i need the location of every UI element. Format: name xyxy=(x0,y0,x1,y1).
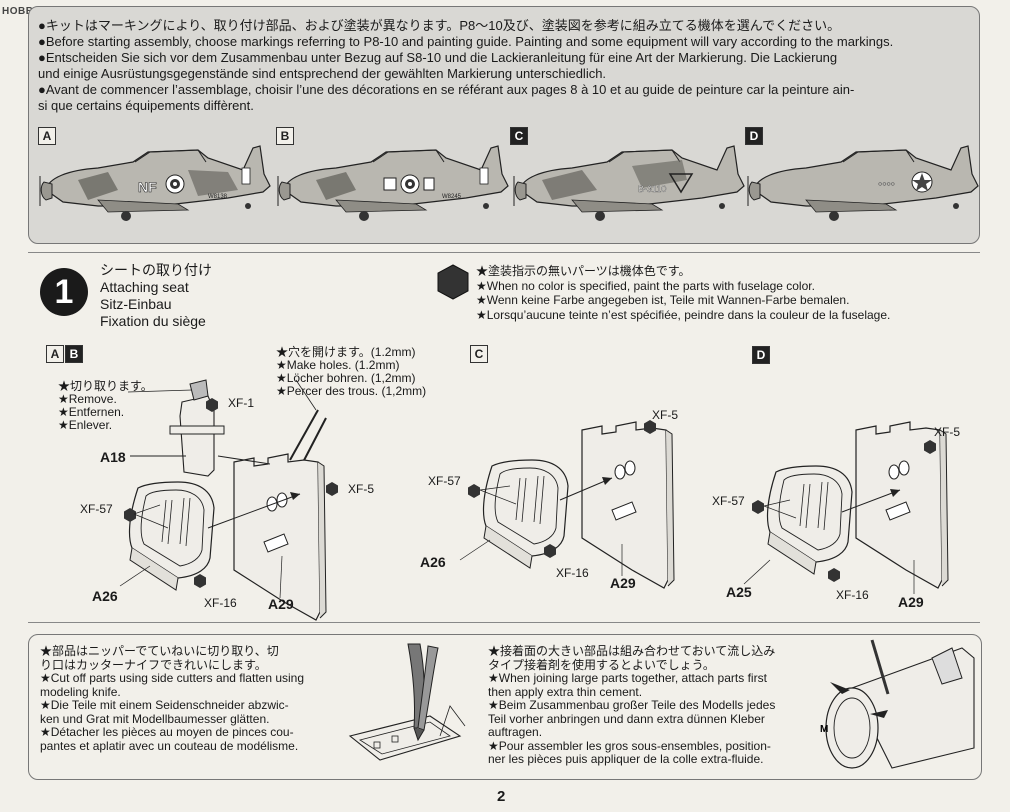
part-a26-label: A26 xyxy=(92,588,118,604)
paint-xf57-label: XF-57 xyxy=(80,502,113,516)
step-number: 1 xyxy=(40,268,88,316)
holes-note-jp: ★穴を開けます。(1.2mm) xyxy=(276,345,416,359)
cutters-illustration xyxy=(348,643,466,761)
cement-tip-line: ★When joining large parts together, atta… xyxy=(488,671,767,685)
d-paint-xf5-label: XF-5 xyxy=(934,425,961,439)
cement-tip-line: ner les pièces puis appliquer de la coll… xyxy=(488,752,764,766)
paint-xf1-label: XF-1 xyxy=(228,396,255,410)
d-paint-xf16-label: XF-16 xyxy=(836,588,869,602)
cement-tip: ★接着面の大きい部品は組み合わせておいて流し込み タイプ接着剤を使用するとよいで… xyxy=(488,644,776,767)
remove-note-en: ★Remove. xyxy=(58,392,117,406)
c-paint-xf5-label: XF-5 xyxy=(652,408,679,422)
d-part-bulkhead-label: A29 xyxy=(898,594,924,610)
marking-a-serial: W8138 xyxy=(208,194,228,200)
paint-xf16-label: XF-16 xyxy=(204,596,237,610)
paint-note-jp: ★塗装指示の無いパーツは機体色です。 xyxy=(476,264,691,278)
part-a18-label: A18 xyxy=(100,449,126,465)
c-part-seat-label: A26 xyxy=(420,554,446,570)
d-assembly xyxy=(743,421,949,594)
cement-tip-line: auftragen. xyxy=(488,725,543,739)
variant-label-d: D xyxy=(752,346,770,364)
marking-b-serial: W8245 xyxy=(442,194,462,200)
cement-illustration: M xyxy=(820,639,975,769)
c-paint-xf57-label: XF-57 xyxy=(428,474,461,488)
marking-label-a: A xyxy=(38,127,56,145)
paint-note-en: ★When no color is specified, paint the p… xyxy=(476,278,815,293)
cement-tip-line: ★Beim Zusammenbau großer Teile des Model… xyxy=(488,698,776,712)
c-assembly xyxy=(459,420,675,589)
ab-assembly xyxy=(119,379,338,621)
aircraft-illustrations: NF W8138 W8245 B-3110 ○○○○ xyxy=(39,145,979,222)
part-a29-label: A29 xyxy=(268,596,294,612)
page-number: 2 xyxy=(497,788,506,805)
remove-note-fr: ★Enlever. xyxy=(58,418,113,432)
marking-label-c: C xyxy=(510,127,528,145)
markings-notes: ●キットはマーキングにより、取り付け部品、および塗装が異なります。P8～10及び… xyxy=(38,18,893,114)
cement-tip-line: then apply extra thin cement. xyxy=(488,684,643,699)
holes-note-de: ★Löcher bohren. (1,2mm) xyxy=(276,371,416,385)
paint-note: ★塗装指示の無いパーツは機体色です。 ★When no color is spe… xyxy=(476,264,890,322)
step-title: シートの取り付け Attaching seat Sitz-Einbau Fixa… xyxy=(100,262,212,330)
cement-tip-line: ★接着面の大きい部品は組み合わせておいて流し込み xyxy=(488,644,776,658)
remove-note-de: ★Entfernen. xyxy=(58,405,125,419)
cutting-tip-line: ★Die Teile mit einem Seidenschneider abz… xyxy=(40,698,289,712)
cutting-tip-line: ken und Grat mit Modellbaumesser glätten… xyxy=(40,711,270,726)
paint-note-de: ★Wenn keine Farbe angegeben ist, Teile m… xyxy=(476,293,850,307)
variant-label-c: C xyxy=(470,345,488,363)
note-line: ●Before starting assembly, choose markin… xyxy=(38,34,894,49)
paint-note-fr: ★Lorsqu’aucune teinte n’est spécifiée, p… xyxy=(476,307,891,322)
marking-c-serial: B-3110 xyxy=(638,184,666,194)
marking-a-codes: NF xyxy=(138,179,157,195)
note-line: ●Entscheiden Sie sich vor dem Zusammenba… xyxy=(38,50,838,65)
step-title-de: Sitz-Einbau xyxy=(100,296,172,312)
cutting-tip-line: ★部品はニッパーでていねいに切り取り、切 xyxy=(40,644,279,658)
cutting-tip: ★部品はニッパーでていねいに切り取り、切 り口はカッターナイフできれいにします。… xyxy=(40,644,305,753)
note-line: ●キットはマーキングにより、取り付け部品、および塗装が異なります。P8～10及び… xyxy=(38,18,841,33)
cutting-tip-line: modeling knife. xyxy=(40,684,121,699)
holes-note-fr: ★Percer des trous. (1,2mm) xyxy=(276,384,427,398)
note-line: si que certains équipements diffèrent. xyxy=(38,98,254,113)
step-title-jp: シートの取り付け xyxy=(100,262,212,278)
c-part-bulkhead-label: A29 xyxy=(610,575,636,591)
remove-note-jp: ★切り取ります。 xyxy=(58,379,153,393)
step-title-en: Attaching seat xyxy=(100,279,189,295)
variant-label-a: A xyxy=(46,345,64,363)
d-paint-xf57-label: XF-57 xyxy=(712,494,745,508)
cutting-tip-line: pantes et aplatir avec un couteau de mod… xyxy=(40,738,299,753)
assembly-drawings xyxy=(119,379,949,621)
svg-text:○○○○: ○○○○ xyxy=(878,181,895,188)
note-line: ●Avant de commencer l’assemblage, choisi… xyxy=(38,82,855,97)
cement-tip-line: ★Pour assembler les gros sous-ensembles,… xyxy=(488,738,771,753)
cutting-tip-line: ★Détacher les pièces au moyen de pinces … xyxy=(40,725,294,739)
cement-tip-line: タイプ接着剤を使用するとよいでしょう。 xyxy=(488,657,715,672)
marking-label-b: B xyxy=(276,127,294,145)
d-part-seat-label: A25 xyxy=(726,584,752,600)
cutting-tip-line: り口はカッターナイフできれいにします。 xyxy=(40,657,267,672)
variant-label-b: B xyxy=(65,345,83,363)
paint-xf5-label: XF-5 xyxy=(348,482,375,496)
holes-note-en: ★Make holes. (1.2mm) xyxy=(276,358,400,372)
remove-note: ★切り取ります。 ★Remove. ★Entfernen. ★Enlever. xyxy=(58,380,153,432)
note-line: und einige Ausrüstungsgegenstände sind e… xyxy=(38,66,607,81)
c-paint-xf16-label: XF-16 xyxy=(556,566,589,580)
divider xyxy=(28,252,980,253)
divider xyxy=(28,622,980,623)
svg-text:M: M xyxy=(820,724,828,735)
cutting-tip-line: ★Cut off parts using side cutters and fl… xyxy=(40,671,305,685)
tips-panel xyxy=(28,634,982,780)
cement-tip-line: Teil vorher anbringen und dann extra dün… xyxy=(488,711,765,726)
holes-note: ★穴を開けます。(1.2mm) ★Make holes. (1.2mm) ★Lö… xyxy=(276,346,426,398)
marking-label-d: D xyxy=(745,127,763,145)
paint-hex-icon xyxy=(437,264,469,300)
step-title-fr: Fixation du siège xyxy=(100,313,206,329)
